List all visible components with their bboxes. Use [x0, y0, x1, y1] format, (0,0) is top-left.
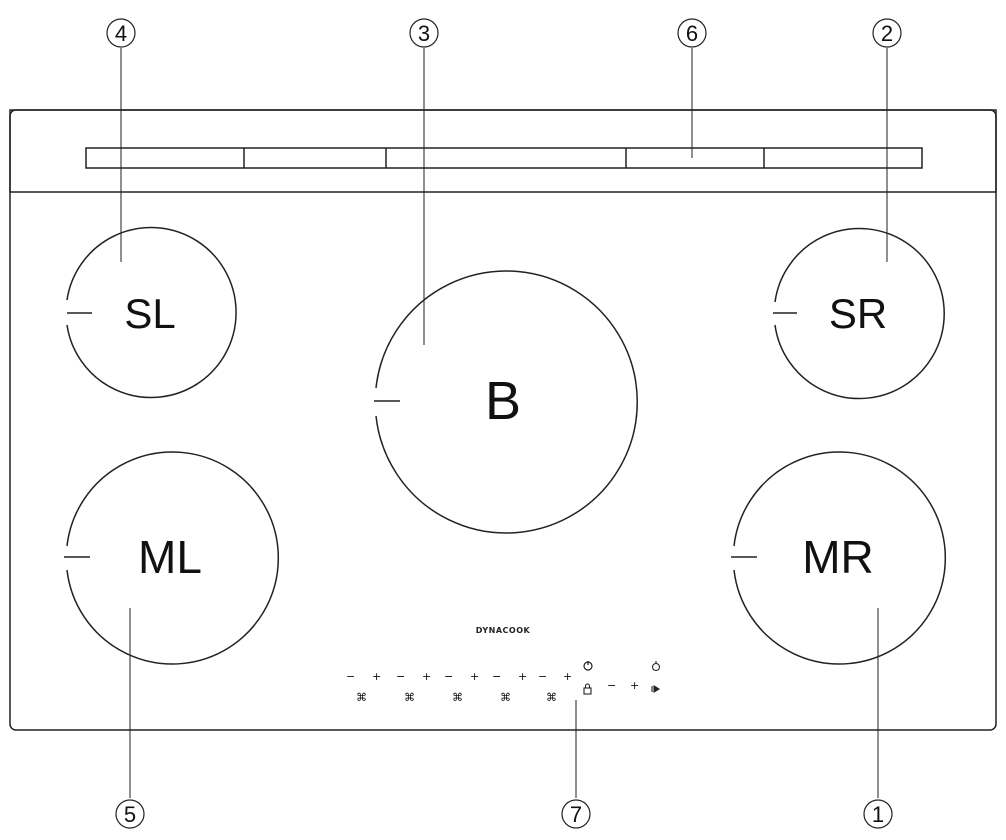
- callout-5: 5: [115, 799, 145, 829]
- fan-icon: ⌘: [452, 691, 463, 704]
- callout-4-number: 4: [115, 21, 127, 46]
- top-frame: [9, 109, 997, 193]
- zone-control-1[interactable]: − + ⌘: [346, 670, 381, 704]
- fan-icon: ⌘: [404, 691, 415, 704]
- callout-3-number: 3: [418, 21, 430, 46]
- callout-6: 6: [677, 18, 707, 48]
- minus-control[interactable]: −: [346, 670, 355, 683]
- minus-control[interactable]: −: [444, 670, 453, 683]
- fan-icon: ⌘: [546, 691, 557, 704]
- zone-control-2[interactable]: − + ⌘: [396, 670, 431, 704]
- zone-sr-ring: [774, 227, 945, 400]
- callout-1: 1: [863, 799, 893, 829]
- zone-mr-label: MR: [802, 531, 874, 583]
- zone-sl-ring: [66, 226, 237, 399]
- minus-control[interactable]: −: [492, 670, 501, 683]
- timer-minus-control[interactable]: −: [607, 679, 616, 692]
- zone-sl-label: SL: [124, 290, 175, 337]
- minus-control[interactable]: −: [396, 670, 405, 683]
- zone-b-label: B: [485, 371, 521, 431]
- callout-1-number: 1: [872, 802, 884, 827]
- fan-icon: ⌘: [500, 691, 511, 704]
- minus-control[interactable]: −: [538, 670, 547, 683]
- plus-control[interactable]: +: [470, 670, 479, 683]
- extraction-slot: [85, 147, 923, 169]
- zone-ml-label: ML: [138, 531, 202, 583]
- plus-control[interactable]: +: [518, 670, 527, 683]
- callout-6-number: 6: [686, 21, 698, 46]
- fan-icon: ⌘: [356, 691, 367, 704]
- zone-control-5[interactable]: − + ⌘: [538, 670, 572, 704]
- lock-shackle: [584, 683, 591, 688]
- zone-ml-ring: [66, 451, 279, 665]
- callout-2: 2: [872, 18, 902, 48]
- plus-control[interactable]: +: [563, 670, 572, 683]
- callout-2-number: 2: [881, 21, 893, 46]
- callout-3: 3: [409, 18, 439, 48]
- zone-b-ring: [375, 270, 638, 534]
- zone-sr-label: SR: [829, 290, 887, 337]
- pause-icon[interactable]: [651, 685, 661, 693]
- callout-4: 4: [106, 18, 136, 48]
- timer-plus-control[interactable]: +: [630, 679, 639, 692]
- control-panel: − + ⌘ − + ⌘ − + ⌘ − + ⌘ − + ⌘ − +: [346, 661, 661, 704]
- plus-control[interactable]: +: [372, 670, 381, 683]
- zone-mr-ring: [733, 451, 946, 665]
- lock-icon[interactable]: [583, 687, 592, 695]
- callout-7-number: 7: [570, 802, 582, 827]
- timer-icon[interactable]: [651, 662, 661, 672]
- brand-logo: DYNACOOK: [476, 626, 531, 635]
- plus-control[interactable]: +: [422, 670, 431, 683]
- zone-control-3[interactable]: − + ⌘: [444, 670, 479, 704]
- zone-control-4[interactable]: − + ⌘: [492, 670, 527, 704]
- callout-5-number: 5: [124, 802, 136, 827]
- callout-7: 7: [561, 799, 591, 829]
